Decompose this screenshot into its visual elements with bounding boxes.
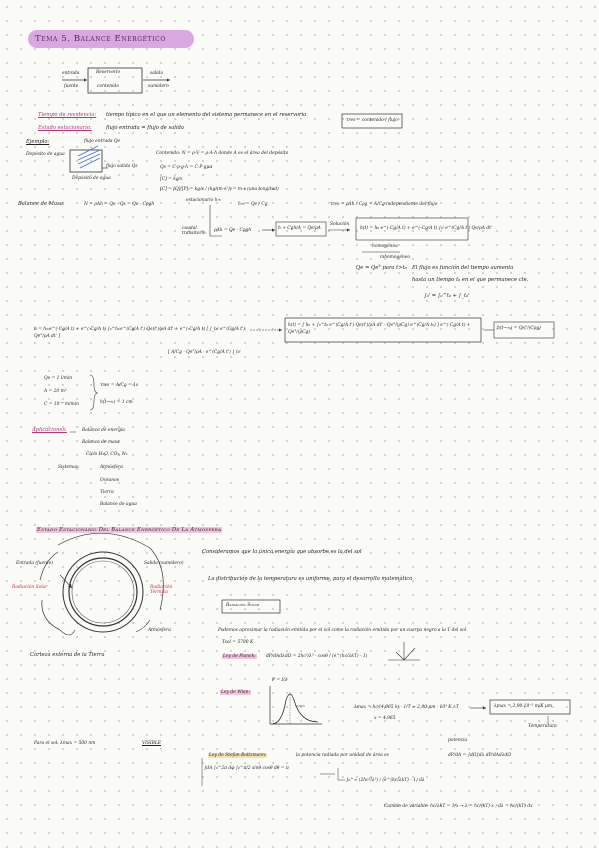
- wien-equation: λmax = hc/(4,965 k) · 1/T ≈ 2,90 μm · 10…: [354, 705, 459, 710]
- aplicacion-item: Ciclo H₂O, CO₂, N₂: [86, 452, 128, 457]
- sistema-item: Tierra: [100, 490, 114, 495]
- earth-diagram: [39, 532, 164, 636]
- salida-label: salida: [150, 71, 164, 76]
- earth-entrada-label: Entrada (fuente): [16, 561, 54, 566]
- visible-label: VISIBLE: [142, 741, 161, 746]
- wien-plot: [269, 686, 322, 725]
- t-sol: Tsol = 5780 K: [222, 640, 254, 645]
- value-qe: Qe = 1 l/min: [44, 376, 73, 381]
- entrada-label: entrada: [62, 71, 80, 76]
- stefan-boltzmann-label: Ley de Stefan-Boltzmann:: [208, 753, 268, 758]
- page-title: Tema 5. Balance Energético: [28, 30, 194, 48]
- deposito-vol-label: Depósito de agua: [72, 176, 111, 181]
- tank-outline: [69, 149, 103, 173]
- balance-eq-1: N = ρAh = Qe - Qs = Qe - Cρgh: [84, 202, 155, 207]
- section2-title: Estado Estacionario Del Balance Energéti…: [36, 527, 223, 533]
- balance-solucion: Solución: [330, 222, 350, 227]
- balance-masa-label: Balance de Masa:: [18, 201, 65, 207]
- balance-eq-4: ρAh = Qe - Cρgh: [214, 228, 252, 233]
- balance-eq-1b: estacionario h∞: [186, 198, 222, 203]
- ejemplo-label: Ejemplo:: [26, 139, 50, 145]
- sumidero-label: sumidero: [148, 84, 169, 89]
- value-tres: τres = A/Cg = 1s: [100, 383, 139, 388]
- earth-radiacion-label: Radiación Solar: [12, 585, 48, 590]
- estado-estacionario-text: flujo entrada = flujo de salida: [106, 125, 185, 131]
- long-equation-lhs-2: [ A/Cg · Qe°/ρA · e^(Cg/A t') ]_t₀ᵗ: [168, 350, 241, 355]
- long-equation-lhs: h = h₀ e^(-Cg/A t) + e^(-Cg/A t) ∫₀^t₀ e…: [34, 327, 245, 339]
- deposito-agua-label: Depósito de agua: [26, 152, 65, 157]
- earth-rad-termica-label: Radiación Térmica: [150, 585, 173, 595]
- units-line-2: [C] = [Q]/[P] = kg/s / (kg/(m·s²)) = m·s…: [160, 187, 279, 192]
- long-equation-rhs: h(t) = [ h₀ + ∫₀^t₀ e^(Cg/A t') Qe(t')/ρ…: [288, 323, 471, 335]
- estado-estacionario-label: Estado estacionario:: [38, 125, 92, 131]
- cambio-variable: Cambio de variable: hc/λkT = 1/x → λ = h…: [384, 804, 533, 809]
- qs-line: Qs = C·ρ·g·h = C·P·gμα: [160, 165, 213, 170]
- sistema-item: Balance de agua: [100, 502, 137, 507]
- aplicacion-item: Balance de energía: [82, 428, 125, 433]
- radiacion-solar-title: Radiación Solar: [226, 603, 260, 608]
- wien-x: x = 4,965: [374, 716, 396, 721]
- sb-integral-1: ∫dA ∫₀^2π dφ ∫₀^π/2 sinθ cosθ dθ = π: [204, 766, 289, 771]
- value-hlim: h(t→∞) = 1 cm: [100, 400, 133, 405]
- planck-equation: dP/dAdλdΩ = 2hc²/λ⁵ · cosθ / (e^(hc/λkT)…: [266, 654, 368, 659]
- note-line-2: hasta un tiempo t₀ en el que permanece c…: [412, 277, 529, 283]
- contenido-label: contenido: [97, 84, 119, 89]
- value-a: A = 20 m²: [44, 389, 67, 394]
- balance-eq-2: h∞ = Qe / Cg: [238, 202, 268, 207]
- water-hatching: [77, 145, 101, 169]
- tiempo-residencia-label: Tiempo de residencia:: [38, 112, 97, 118]
- sb-integral-2: ∫₀^∞ (2hc²/λ⁵) / (e^(hc/λkT) - 1) dλ: [346, 778, 425, 783]
- qe-line: Qe = Qe° para t>t₀: [356, 265, 407, 271]
- homogenea-label: homogénea: [372, 244, 398, 249]
- wien-result-box: λmax = 2,90·10⁻³ m/K μm: [494, 704, 553, 709]
- reservorio-label: Reservorio: [96, 70, 121, 75]
- balance-eq-6: h(t) = h₀ e^(-Cg/A t) + e^(-Cg/A t) ∫₀ᵗ …: [360, 226, 493, 231]
- wien-label: Ley de Wien:: [220, 690, 251, 695]
- sistemas-label: Sistemas:: [58, 465, 80, 470]
- tau-formula: τres = contenido / flujo: [346, 118, 398, 123]
- wien-temp-label: Temperatura: [528, 724, 557, 729]
- aplicaciones-label: Aplicaciones:: [32, 427, 67, 433]
- units-line-1: [C] = kg/s: [160, 177, 183, 182]
- earth-atmosfera-label: Atmósfera: [148, 628, 171, 633]
- section2-p3: Podemos aproximar la radiación emitida p…: [218, 628, 467, 633]
- dA-sketch: [388, 642, 420, 661]
- tau-box: [341, 113, 403, 129]
- limit-equation: h(t→∞) = Qe°/(Cρg): [497, 326, 541, 331]
- visible-line: Para el sol: λmax = 500 nm: [34, 741, 96, 746]
- flujo-salida-label: flujo salida Qs: [106, 164, 138, 169]
- earth-corteza-label: Corteza externa de la Tierra: [30, 652, 105, 658]
- fuente-label: fuente: [64, 84, 79, 89]
- wien-p: P = I/λ: [272, 678, 288, 683]
- reservoir-box: [87, 67, 143, 94]
- balance-eq-4-label: caudal transitorio: [182, 226, 206, 236]
- flujo-entrada-label: flujo entrada Qe: [84, 139, 121, 144]
- section2-p1: Consideramos que la única energía que ab…: [202, 549, 362, 555]
- planck-label: Ley de Planck:: [222, 654, 257, 659]
- contenido-line: Contenido: N = ρ·V = ρ·A·h donde A es el…: [156, 151, 289, 156]
- integral-split: ∫₀ᵗ = ∫₀^t₀ + ∫_t₀ᵗ: [424, 293, 470, 299]
- stefan-boltzmann-eq: dP/dA = ∫dΩ∫dλ dP/dAdλdΩ: [448, 753, 511, 758]
- potencia-label: potencia: [448, 738, 468, 743]
- stefan-boltzmann-text: la potencia radiada por unidad de área e…: [296, 753, 389, 758]
- note-line-1: El flujo es función del tiempo aumenta: [412, 265, 514, 271]
- sistema-item: Atmósfera: [100, 465, 123, 470]
- sistema-item: Océanos: [100, 478, 119, 483]
- section2-p2: La distribución de la temperatura es uni…: [208, 576, 413, 582]
- tiempo-residencia-text: tiempo típico en el que un elemento del …: [106, 112, 307, 118]
- inhomogeneo-label: inhomogéneo: [380, 255, 410, 260]
- earth-salida-label: Salida (sumidero): [144, 561, 184, 566]
- balance-eq-3: τres = ρAh / Cρg = A/Cg independiente de…: [330, 202, 438, 207]
- balance-eq-5: h + Cgh/A = Qe/ρA: [278, 226, 321, 231]
- aplicacion-item: Balance de masa: [82, 440, 120, 445]
- value-c: C = 10⁻⁶ m/min: [44, 402, 79, 407]
